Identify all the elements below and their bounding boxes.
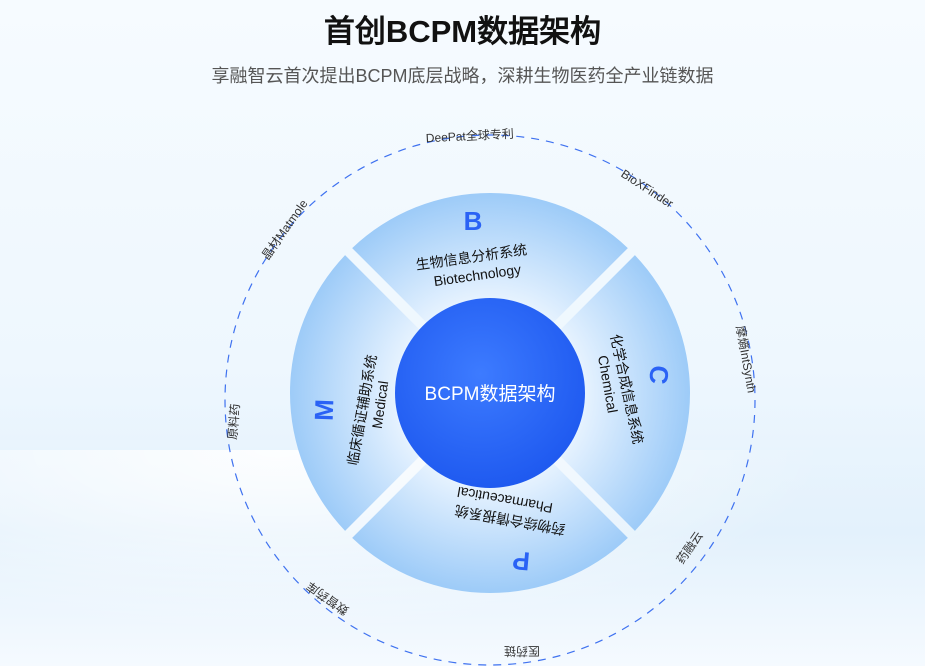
- outer-dashed-ring: [224, 134, 756, 666]
- segment-b-shape[interactable]: [352, 193, 628, 323]
- segment-m-en: Medical: [369, 380, 392, 430]
- segment-m-shape[interactable]: [290, 255, 420, 531]
- outer-label-yuanliaoyao[interactable]: 原料药: [225, 403, 242, 440]
- segment-c-letter: C: [643, 364, 675, 386]
- segment-p-shape[interactable]: [352, 463, 628, 593]
- page-subtitle: 享融智云首次提出BCPM底层战略，深耕生物医药全产业链数据: [211, 66, 714, 86]
- outer-label-yiyaolian[interactable]: 医药链: [504, 644, 540, 659]
- outer-label-shuzhiyaoku[interactable]: 数智药库: [303, 579, 351, 619]
- center-label: BCPM数据架构: [425, 383, 556, 405]
- segment-p-letter: P: [511, 545, 531, 576]
- segment-m-letter: M: [309, 399, 340, 422]
- outer-label-deepat[interactable]: DeePat全球专利: [425, 126, 514, 146]
- outer-label-intsynth[interactable]: 摩熵IntSynth: [733, 324, 760, 394]
- outer-label-bioxfinder[interactable]: BioXFinder: [618, 167, 675, 211]
- outer-label-matmole[interactable]: 晶材Matmole: [259, 197, 311, 263]
- segment-b-letter: B: [464, 206, 483, 236]
- center-circle: [395, 298, 585, 488]
- page-title: 首创BCPM数据架构: [323, 14, 602, 49]
- segment-c-shape[interactable]: [560, 255, 690, 531]
